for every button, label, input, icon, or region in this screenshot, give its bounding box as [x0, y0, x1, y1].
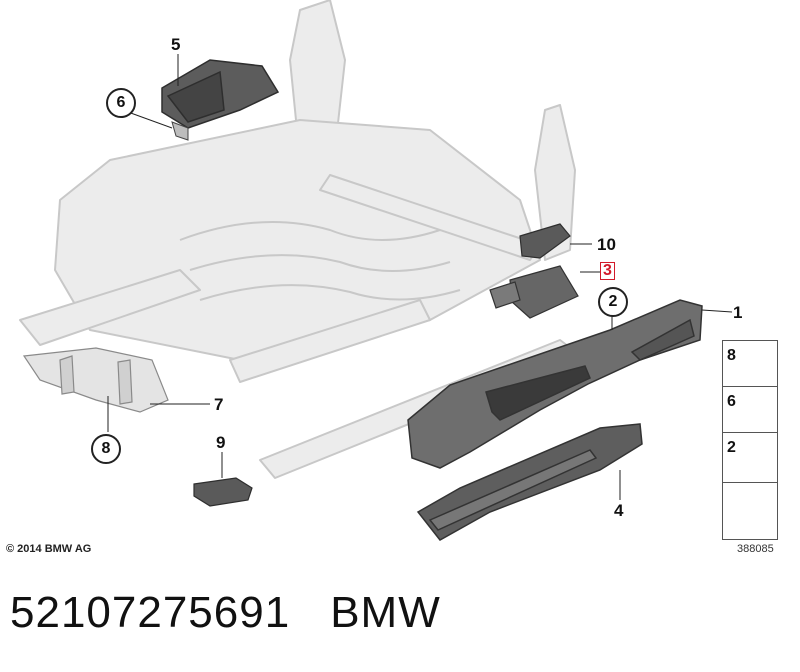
part-number: 52107275691 — [10, 588, 291, 637]
callout-2-circled: 2 — [598, 287, 628, 317]
diagram-id: 388085 — [737, 543, 774, 555]
copyright-notice: © 2014 BMW AG — [6, 543, 92, 555]
legend-cell-arrow — [722, 482, 778, 540]
brand-name: BMW — [330, 588, 441, 637]
legend-cell-2: 2 — [722, 432, 778, 484]
callout-4: 4 — [614, 501, 624, 520]
callout-3-highlighted: 3 — [600, 262, 615, 280]
fastener-legend: 8 6 2 — [722, 340, 778, 542]
callout-9: 9 — [216, 433, 226, 452]
leader-lines — [107, 54, 733, 500]
callout-1: 1 — [733, 303, 743, 322]
part-8-cover-plate — [22, 347, 169, 413]
legend-label-6: 6 — [727, 393, 736, 410]
part-5-cover — [161, 59, 280, 129]
seat-springs-ghost — [179, 221, 461, 301]
callout-8-circled: 8 — [91, 434, 121, 464]
legend-label-8: 8 — [727, 347, 736, 364]
part-4-lower-trim — [416, 423, 643, 541]
part-3-switch — [489, 265, 579, 319]
legend-label-2: 2 — [727, 439, 736, 456]
legend-cell-8: 8 — [722, 340, 778, 388]
part-footer: 52107275691 BMW — [10, 588, 441, 638]
callout-7: 7 — [214, 395, 224, 414]
callout-6-circled: 6 — [106, 88, 136, 118]
part-10-lever — [519, 223, 571, 259]
callout-10: 10 — [597, 235, 616, 254]
legend-cell-6: 6 — [722, 386, 778, 434]
callout-5: 5 — [171, 35, 181, 54]
part-9-clip — [193, 477, 253, 507]
part-6-clip — [171, 121, 189, 141]
seat-frame-diagram — [19, 0, 775, 541]
part-1-side-trim — [407, 299, 703, 469]
